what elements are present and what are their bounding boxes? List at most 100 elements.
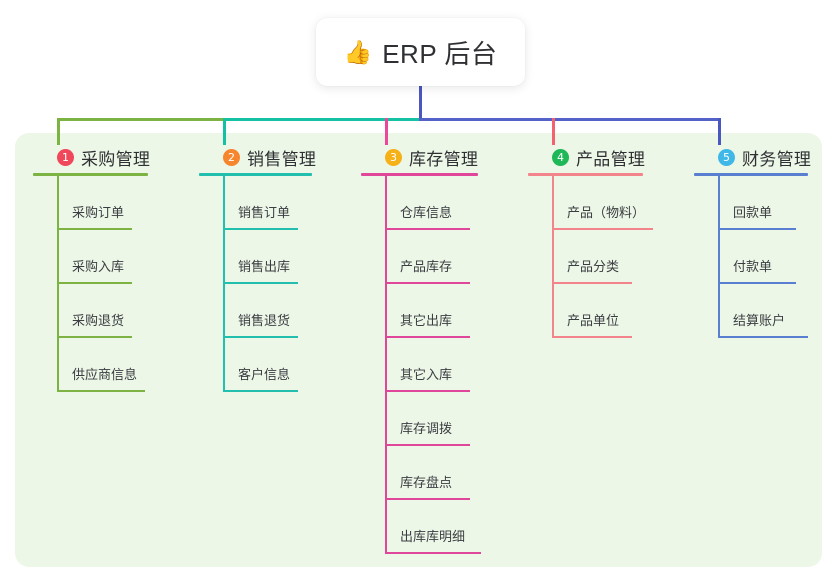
column-title-finance: 财务管理 bbox=[742, 149, 812, 169]
column-items-finance: 回款单付款单结算账户 bbox=[694, 176, 808, 338]
connector-bar-green bbox=[57, 118, 226, 121]
list-item[interactable]: 销售退货 bbox=[199, 284, 312, 338]
list-item-underline bbox=[718, 228, 796, 230]
connector-drop-product bbox=[552, 118, 555, 145]
list-item[interactable]: 产品单位 bbox=[528, 284, 643, 338]
column-title-inventory: 库存管理 bbox=[409, 149, 479, 169]
list-item-underline bbox=[552, 282, 632, 284]
list-item-label: 采购退货 bbox=[72, 313, 125, 328]
list-item-underline bbox=[57, 390, 145, 392]
list-item-underline bbox=[223, 390, 298, 392]
list-item-label: 产品（物料） bbox=[567, 205, 646, 220]
root-node[interactable]: 👍 ERP 后台 bbox=[316, 18, 525, 86]
list-item-label: 其它入库 bbox=[400, 367, 453, 382]
list-item-label: 产品库存 bbox=[400, 259, 453, 274]
diagram-panel bbox=[15, 133, 822, 567]
list-item[interactable]: 库存调拨 bbox=[361, 392, 478, 446]
list-item-underline bbox=[385, 228, 470, 230]
list-item-label: 结算账户 bbox=[733, 313, 786, 328]
column-items-purchase: 采购订单采购入库采购退货供应商信息 bbox=[33, 176, 148, 392]
column-underline-sales bbox=[199, 173, 312, 176]
column-spine-product bbox=[552, 176, 554, 338]
column-header-finance[interactable]: 5 财务管理 bbox=[694, 145, 812, 169]
column-header-product[interactable]: 4 产品管理 bbox=[528, 145, 646, 169]
connector-drop-inventory bbox=[385, 118, 388, 145]
column-finance: 5 财务管理回款单付款单结算账户 bbox=[694, 145, 812, 338]
list-item-underline bbox=[385, 552, 481, 554]
connector-trunk bbox=[419, 86, 422, 121]
list-item-underline bbox=[385, 390, 470, 392]
badge-number-product: 4 bbox=[552, 148, 569, 166]
column-header-inventory[interactable]: 3 库存管理 bbox=[361, 145, 478, 169]
list-item-underline bbox=[57, 336, 132, 338]
list-item-label: 回款单 bbox=[733, 205, 773, 220]
list-item[interactable]: 其它出库 bbox=[361, 284, 478, 338]
list-item-label: 库存盘点 bbox=[400, 475, 453, 490]
column-title-product: 产品管理 bbox=[576, 149, 646, 169]
list-item[interactable]: 销售出库 bbox=[199, 230, 312, 284]
list-item-underline bbox=[223, 228, 298, 230]
list-item[interactable]: 采购退货 bbox=[33, 284, 148, 338]
list-item-label: 销售出库 bbox=[238, 259, 291, 274]
column-spine-inventory bbox=[385, 176, 387, 554]
list-item-label: 产品分类 bbox=[567, 259, 620, 274]
list-item-label: 供应商信息 bbox=[72, 367, 138, 382]
list-item-label: 仓库信息 bbox=[400, 205, 453, 220]
list-item[interactable]: 结算账户 bbox=[694, 284, 808, 338]
list-item-underline bbox=[223, 282, 298, 284]
list-item[interactable]: 仓库信息 bbox=[361, 176, 478, 230]
list-item-label: 库存调拨 bbox=[400, 421, 453, 436]
list-item-underline bbox=[552, 336, 632, 338]
list-item[interactable]: 回款单 bbox=[694, 176, 808, 230]
list-item[interactable]: 采购入库 bbox=[33, 230, 148, 284]
list-item[interactable]: 付款单 bbox=[694, 230, 808, 284]
list-item[interactable]: 其它入库 bbox=[361, 338, 478, 392]
list-item[interactable]: 产品分类 bbox=[528, 230, 643, 284]
list-item-underline bbox=[385, 444, 470, 446]
column-underline-purchase bbox=[33, 173, 148, 176]
list-item[interactable]: 库存盘点 bbox=[361, 446, 478, 500]
list-item-underline bbox=[385, 282, 470, 284]
list-item-underline bbox=[57, 282, 132, 284]
list-item[interactable]: 产品（物料） bbox=[528, 176, 653, 230]
column-items-sales: 销售订单销售出库销售退货客户信息 bbox=[199, 176, 312, 392]
column-items-inventory: 仓库信息产品库存其它出库其它入库库存调拨库存盘点出库库明细 bbox=[361, 176, 481, 554]
connector-bar-teal bbox=[223, 118, 422, 121]
column-product: 4 产品管理产品（物料） 产品分类产品单位 bbox=[528, 145, 653, 338]
root-node-title: ERP 后台 bbox=[382, 38, 498, 69]
list-item-label: 产品单位 bbox=[567, 313, 620, 328]
column-spine-sales bbox=[223, 176, 225, 392]
thumbs-up-icon: 👍 bbox=[343, 38, 373, 65]
list-item[interactable]: 供应商信息 bbox=[33, 338, 148, 392]
badge-number-sales: 2 bbox=[223, 148, 240, 166]
badge-number-finance: 5 bbox=[718, 148, 735, 166]
connector-drop-purchase bbox=[57, 118, 60, 145]
list-item-underline bbox=[223, 336, 298, 338]
list-item-label: 采购订单 bbox=[72, 205, 125, 220]
column-underline-inventory bbox=[361, 173, 478, 176]
root-node-content: 👍 ERP 后台 bbox=[344, 34, 498, 71]
column-spine-finance bbox=[718, 176, 720, 338]
list-item-underline bbox=[718, 336, 808, 338]
list-item[interactable]: 销售订单 bbox=[199, 176, 312, 230]
column-title-sales: 销售管理 bbox=[247, 149, 317, 169]
badge-number-inventory: 3 bbox=[385, 148, 402, 166]
column-underline-product bbox=[528, 173, 643, 176]
column-header-sales[interactable]: 2 销售管理 bbox=[199, 145, 316, 169]
list-item-label: 销售订单 bbox=[238, 205, 291, 220]
connector-bar-blue bbox=[419, 118, 721, 121]
list-item-label: 出库库明细 bbox=[400, 529, 466, 544]
list-item-underline bbox=[57, 228, 132, 230]
list-item-label: 客户信息 bbox=[238, 367, 291, 382]
list-item[interactable]: 采购订单 bbox=[33, 176, 148, 230]
connector-drop-finance bbox=[718, 118, 721, 145]
list-item[interactable]: 客户信息 bbox=[199, 338, 312, 392]
list-item-underline bbox=[552, 228, 653, 230]
list-item-label: 采购入库 bbox=[72, 259, 125, 274]
column-items-product: 产品（物料） 产品分类产品单位 bbox=[528, 176, 653, 338]
list-item[interactable]: 产品库存 bbox=[361, 230, 478, 284]
column-inventory: 3 库存管理仓库信息产品库存其它出库其它入库库存调拨库存盘点出库库明细 bbox=[361, 145, 481, 554]
list-item[interactable]: 出库库明细 bbox=[361, 500, 481, 554]
